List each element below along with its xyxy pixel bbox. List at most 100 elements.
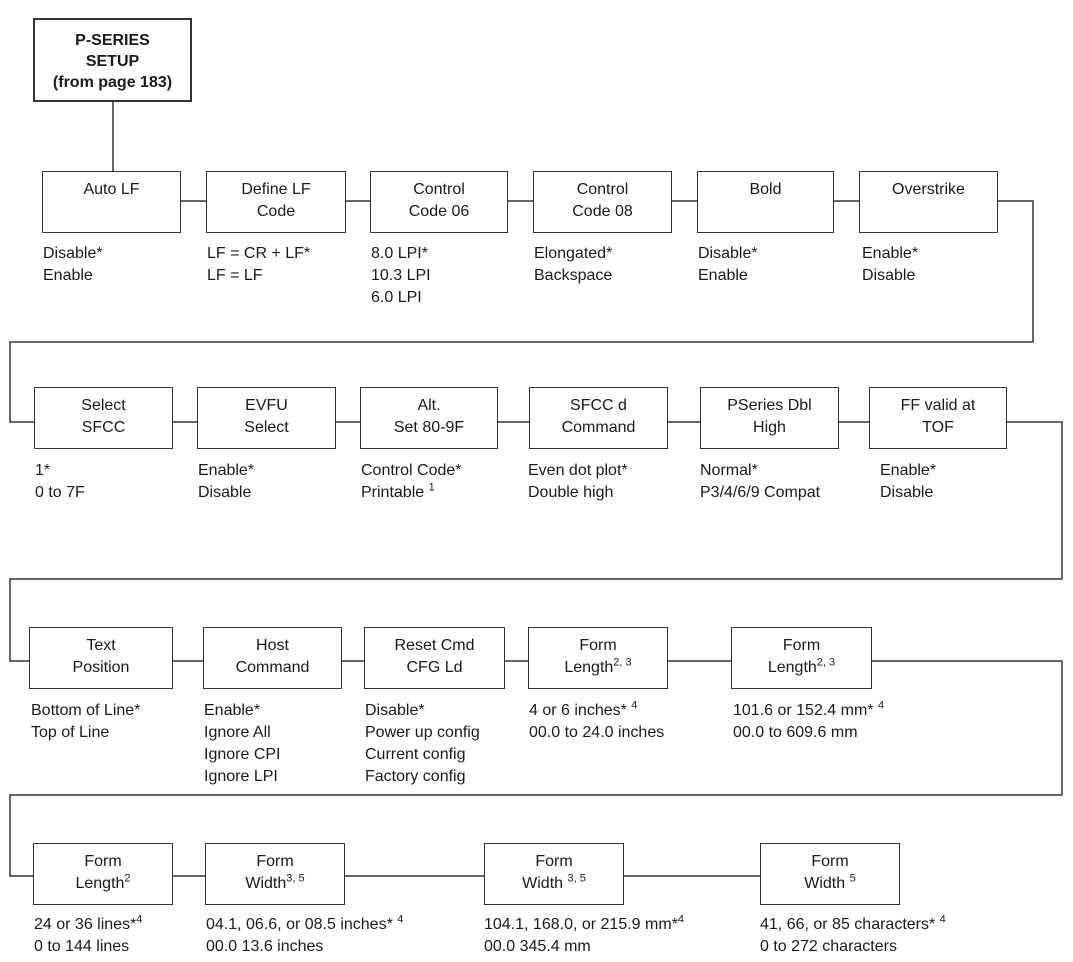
footnote-ref: 2 xyxy=(124,872,131,885)
option: 6.0 LPI xyxy=(371,289,422,306)
option: Ignore LPI xyxy=(204,768,278,785)
form-length-inches-title2: Length2, 3 xyxy=(564,656,632,676)
footnote-ref: 4 xyxy=(136,913,143,926)
define-lf-code-title2: Code xyxy=(256,203,296,220)
option: 00.0 13.6 inches xyxy=(206,938,324,955)
footnote-ref: 4 xyxy=(939,913,946,926)
form-width-inches-options: 04.1, 06.6, or 08.5 inches* 4 00.0 13.6 … xyxy=(206,914,403,958)
select-sfcc-box: Select SFCC xyxy=(34,387,173,449)
option: Disable xyxy=(880,484,934,501)
form-length-mm-title2: Length2, 3 xyxy=(767,656,836,676)
option: Even dot plot* xyxy=(528,462,628,479)
pseries-dbl-high-box: PSeries Dbl High xyxy=(700,387,839,449)
p-series-setup-box: P-SERIES SETUP (from page 183) xyxy=(33,18,192,102)
footnote-ref: 3, 5 xyxy=(286,872,305,885)
form-width-inches-title2: Width3, 5 xyxy=(245,872,305,892)
auto-lf-options: Disable* Enable xyxy=(43,243,103,287)
option: 0 to 144 lines xyxy=(34,938,130,955)
form-length-mm-options: 101.6 or 152.4 mm* 4 00.0 to 609.6 mm xyxy=(733,700,884,744)
auto-lf-title: Auto LF xyxy=(83,181,140,198)
footnote-ref: 5 xyxy=(849,872,856,885)
select-sfcc-options: 1* 0 to 7F xyxy=(35,460,85,504)
alt-set-80-9f-box: Alt. Set 80-9F xyxy=(360,387,498,449)
text-position-title2: Position xyxy=(72,659,130,676)
option: Enable* xyxy=(204,702,261,719)
form-width-inches-title1: Form xyxy=(256,853,294,870)
root-line3: (from page 183) xyxy=(52,74,173,91)
ff-valid-at-tof-title1: FF valid at xyxy=(900,397,976,414)
footnote-ref: 4 xyxy=(877,699,885,712)
option: Double high xyxy=(528,484,614,501)
form-width-mm-title2: Width 3, 5 xyxy=(522,872,586,892)
option: Ignore CPI xyxy=(204,746,281,763)
option: 41, 66, or 85 characters* 4 xyxy=(760,913,946,933)
form-length-lines-options: 24 or 36 lines*4 0 to 144 lines xyxy=(34,914,142,958)
control-code-08-box: Control Code 08 xyxy=(533,171,672,233)
control-code-08-title1: Control xyxy=(576,181,629,198)
evfu-select-options: Enable* Disable xyxy=(198,460,254,504)
option: Printable 1 xyxy=(361,481,435,501)
select-sfcc-title2: SFCC xyxy=(81,419,126,436)
option: 1* xyxy=(35,462,51,479)
option: Disable* xyxy=(698,245,758,262)
form-width-mm-box: Form Width 3, 5 xyxy=(484,843,624,905)
ff-valid-at-tof-title2: TOF xyxy=(922,419,954,436)
option: 4 or 6 inches* 4 xyxy=(529,699,638,719)
form-width-mm-options: 104.1, 168.0, or 215.9 mm*4 00.0 345.4 m… xyxy=(484,914,684,958)
control-code-08-title2: Code 08 xyxy=(572,203,633,220)
option: 24 or 36 lines*4 xyxy=(34,913,143,933)
option: Normal* xyxy=(700,462,758,479)
control-code-06-box: Control Code 06 xyxy=(370,171,508,233)
alt-set-80-9f-title1: Alt. xyxy=(417,397,441,414)
footnote-ref: 2, 3 xyxy=(613,656,632,669)
reset-cmd-cfg-ld-options: Disable* Power up config Current config … xyxy=(365,700,480,788)
pseries-dbl-high-title2: High xyxy=(753,419,786,436)
text-position-title1: Text xyxy=(86,637,116,654)
option: Disable xyxy=(198,484,252,501)
host-command-title1: Host xyxy=(256,637,289,654)
alt-set-80-9f-title2: Set 80-9F xyxy=(393,419,465,436)
option: Disable xyxy=(862,267,916,284)
option: 04.1, 06.6, or 08.5 inches* 4 xyxy=(206,913,404,933)
option: Backspace xyxy=(534,267,613,284)
overstrike-box: Overstrike xyxy=(859,171,998,233)
sfcc-d-command-options: Even dot plot* Double high xyxy=(528,460,628,504)
control-code-06-options: 8.0 LPI* 10.3 LPI 6.0 LPI xyxy=(371,243,431,309)
option: Elongated* xyxy=(534,245,613,262)
footnote-ref: 4 xyxy=(677,913,685,926)
control-code-06-title2: Code 06 xyxy=(408,203,470,220)
option: 10.3 LPI xyxy=(371,267,431,284)
evfu-select-title1: EVFU xyxy=(245,397,288,414)
option: Ignore All xyxy=(204,724,271,741)
option: Factory config xyxy=(365,768,466,785)
pseries-dbl-high-options: Normal* P3/4/6/9 Compat xyxy=(700,460,820,504)
footnote-ref: 1 xyxy=(428,481,435,494)
overstrike-title: Overstrike xyxy=(892,181,965,198)
option: Current config xyxy=(365,746,466,763)
option: 101.6 or 152.4 mm* 4 xyxy=(733,699,885,719)
footnote-ref: 4 xyxy=(397,913,404,926)
form-length-inches-box: Form Length2, 3 xyxy=(528,627,668,689)
option: Enable* xyxy=(198,462,255,479)
pseries-dbl-high-title1: PSeries Dbl xyxy=(727,397,812,414)
host-command-options: Enable* Ignore All Ignore CPI Ignore LPI xyxy=(204,700,280,788)
option: Top of Line xyxy=(31,724,110,741)
overstrike-options: Enable* Disable xyxy=(862,243,918,287)
control-code-06-title1: Control xyxy=(413,181,465,198)
sfcc-d-command-box: SFCC d Command xyxy=(529,387,668,449)
option: Enable* xyxy=(880,462,937,479)
bold-box: Bold xyxy=(697,171,834,233)
form-length-lines-title2: Length2 xyxy=(75,872,131,892)
option: Power up config xyxy=(365,724,480,741)
form-width-inches-box: Form Width3, 5 xyxy=(205,843,345,905)
form-length-mm-title1: Form xyxy=(782,637,821,654)
select-sfcc-title1: Select xyxy=(81,397,126,414)
form-length-inches-title1: Form xyxy=(579,637,617,654)
option: Disable* xyxy=(43,245,103,262)
option: Enable xyxy=(43,267,93,284)
alt-set-80-9f-options: Control Code* Printable 1 xyxy=(361,460,462,504)
sfcc-d-command-title1: SFCC d xyxy=(570,397,627,414)
reset-cmd-cfg-ld-title1: Reset Cmd xyxy=(394,637,475,654)
ff-valid-at-tof-box: FF valid at TOF xyxy=(869,387,1007,449)
define-lf-code-title1: Define LF xyxy=(241,181,311,198)
